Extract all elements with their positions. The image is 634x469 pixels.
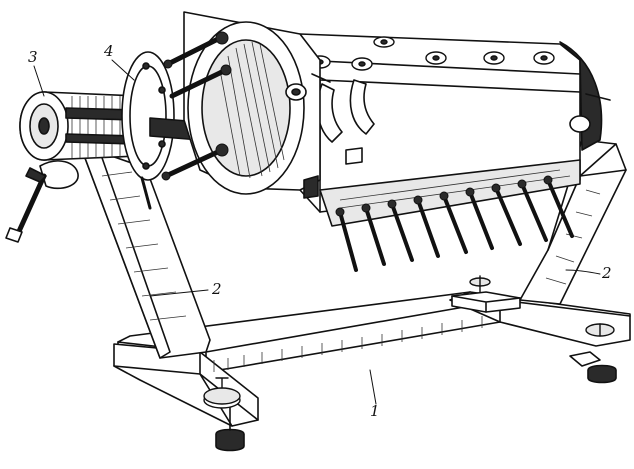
flywheel-housing bbox=[161, 11, 331, 199]
leveling-knob-front bbox=[203, 377, 241, 409]
callout-3: 3 bbox=[28, 48, 45, 97]
callout-3-label: 3 bbox=[28, 48, 38, 66]
stand-post-right bbox=[519, 139, 627, 305]
worm-gear-drive bbox=[5, 91, 139, 243]
base-frame bbox=[113, 291, 631, 452]
callout-4: 4 bbox=[103, 42, 135, 81]
callout-1-label: 1 bbox=[370, 402, 380, 420]
leveling-knob-right bbox=[585, 323, 615, 337]
callout-2-right-label: 2 bbox=[601, 264, 612, 282]
callout-2-left: 2 bbox=[149, 280, 222, 298]
callout-1: 1 bbox=[369, 369, 380, 420]
callout-2-left-label: 2 bbox=[211, 280, 222, 298]
callout-4-label: 4 bbox=[103, 42, 114, 60]
callout-2-right: 2 bbox=[565, 264, 612, 282]
leveling-knob-center bbox=[469, 275, 491, 293]
